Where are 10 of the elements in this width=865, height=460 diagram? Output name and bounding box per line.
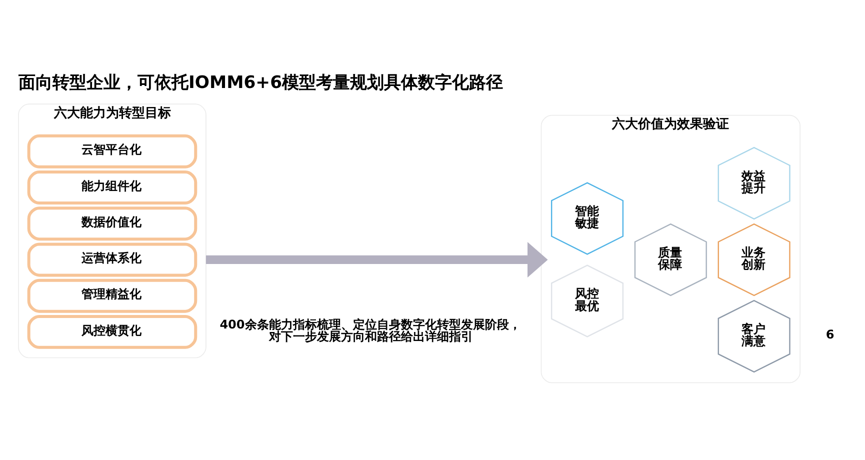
node-box: 风控横贯化 xyxy=(27,314,198,348)
diagram-title: 面向转型企业，可依托IOMM6+6模型考量规划具体数字化路径 xyxy=(18,72,504,92)
node-box: 云智平台化 xyxy=(27,134,198,168)
node-box: 管理精益化 xyxy=(27,278,198,312)
label: 400余条能力指标梳理、定位自身数字化转型发展阶段，对下一步发展方向和路径给出详细指引 xyxy=(220,317,521,344)
node-box: 能力组件化 xyxy=(27,170,198,204)
node-box: 数据价值化 xyxy=(27,206,198,240)
label: 6 xyxy=(826,327,834,342)
node-box: 运营体系化 xyxy=(27,242,198,276)
arrow xyxy=(206,241,548,277)
